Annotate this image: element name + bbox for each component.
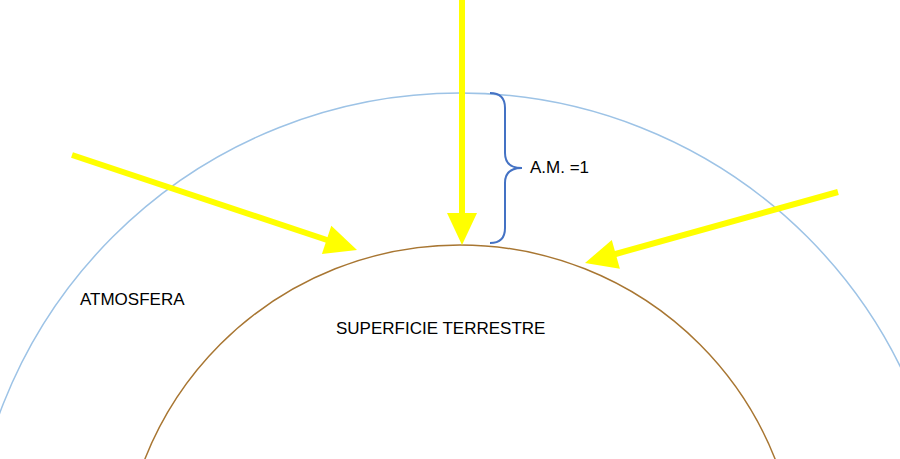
earth-surface	[121, 245, 799, 459]
region-label: SUPERFICIE TERRESTRE	[336, 319, 545, 339]
ray-head	[447, 213, 477, 245]
ray-shaft	[459, 0, 465, 216]
region-label: ATMOSFERA	[80, 290, 185, 310]
sun-ray-left	[72, 155, 357, 254]
atmosphere-outline	[0, 93, 900, 459]
sun-ray-vertical	[447, 0, 477, 245]
ray-shaft	[612, 192, 838, 255]
ray-head	[585, 240, 620, 269]
dimension-label: A.M. =1	[530, 158, 589, 178]
ray-shaft	[72, 155, 330, 241]
sun-ray-right	[585, 192, 838, 269]
ray-head	[322, 226, 357, 254]
air-mass-bracket	[490, 93, 522, 243]
